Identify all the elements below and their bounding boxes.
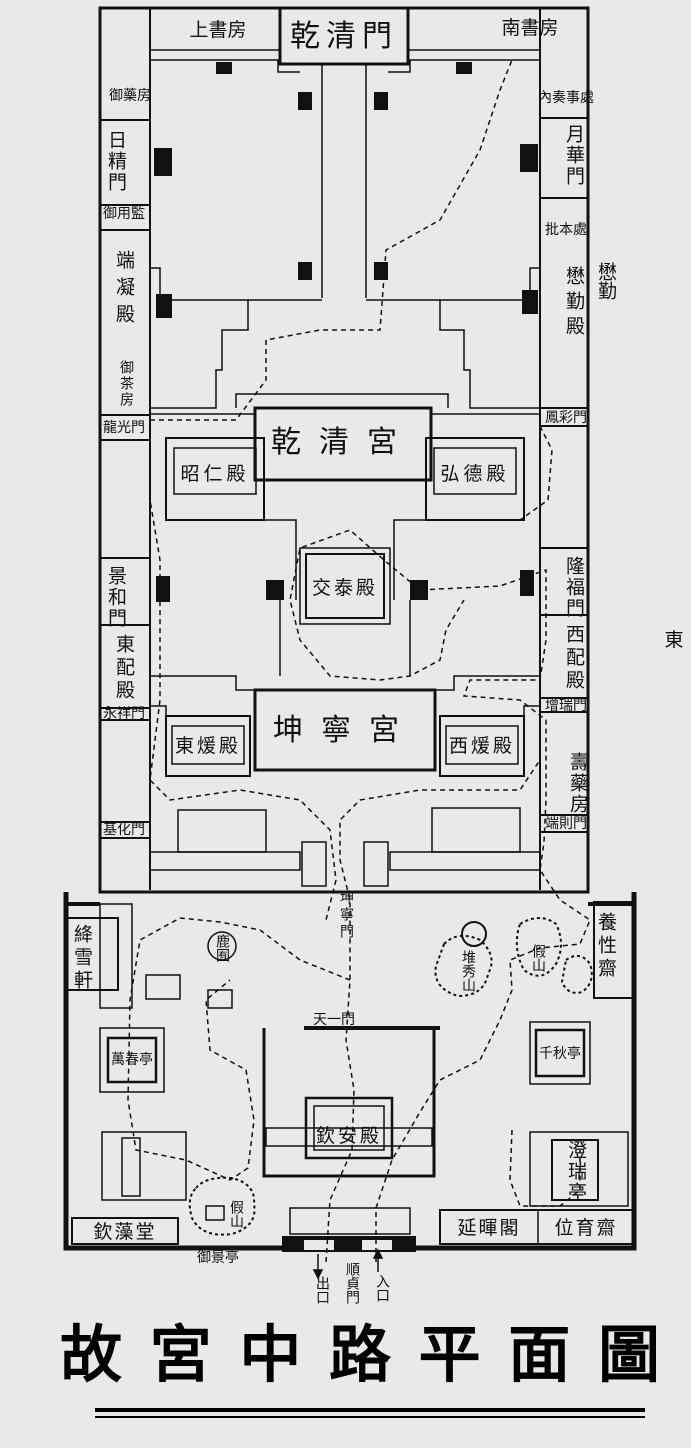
label-yangxing-zhai: 養性齋	[595, 912, 617, 981]
map-labels: 乾清門 上書房 南書房 御藥房 內奏事處 日精門 月華門 御用監 端凝殿 懋勤殿…	[71, 17, 684, 1305]
title-char: 故	[60, 1318, 123, 1391]
label-fengcai-gate: 鳳彩門	[545, 410, 587, 426]
title-char: 中	[239, 1318, 302, 1391]
label-jiangxue-xuan: 絳雪軒	[71, 924, 93, 993]
label-shangshu-fang: 上書房	[189, 19, 246, 41]
title-char: 面	[508, 1318, 571, 1391]
entry-exit-arrows	[312, 1248, 384, 1280]
label-kunning-palace: 坤寧宮	[273, 713, 417, 748]
label-weiyu-zhai: 位育齋	[554, 1217, 617, 1239]
label-yuyong-jiancang: 御用監	[103, 205, 145, 222]
label-qinan-hall: 欽安殿	[316, 1125, 382, 1147]
title-char: 宮	[149, 1318, 212, 1391]
label-exit: 出口	[314, 1276, 330, 1304]
label-east-pei-hall: 東配殿	[113, 634, 135, 703]
label-nanshu-fang: 南書房	[501, 17, 558, 39]
label-jinghe-gate: 景和門	[105, 566, 127, 629]
label-margin-note: 懋勤	[595, 262, 617, 300]
title-underline-thick	[95, 1408, 645, 1412]
label-yucha-fang: 御茶房	[118, 360, 134, 408]
label-shoyao-fang: 壽藥房	[567, 752, 589, 815]
label-chengrui-ting: 澄瑞亭	[565, 1140, 587, 1203]
label-entrance: 入口	[374, 1274, 390, 1302]
label-yuyao-fang: 御藥房	[109, 88, 151, 104]
label-tianyi-gate: 天一門	[313, 1012, 355, 1028]
label-jiashan: 假山	[530, 944, 546, 972]
label-longfu-gate: 隆福門	[563, 556, 585, 619]
label-qianqing-gate: 乾清門	[290, 19, 398, 54]
label-zengrui-gate: 增瑞門	[545, 698, 587, 714]
label-yanhui-ge: 延暉閣	[457, 1217, 520, 1239]
label-duanning-hall: 端凝殿	[113, 250, 135, 331]
map-title: 故 宮 中 路 平 面 圖	[60, 1312, 660, 1398]
label-qianqing-palace: 乾清宮	[271, 425, 415, 460]
title-char: 路	[328, 1318, 391, 1391]
label-maoqin-hall: 懋勤殿	[563, 266, 585, 341]
tour-route	[127, 59, 591, 1263]
label-yuehua-gate: 月華門	[563, 124, 585, 187]
label-rijing-gate: 日精門	[105, 130, 127, 193]
label-neizou-shichu: 內奏事處	[538, 90, 594, 106]
label-longguang-gate: 龍光門	[103, 419, 145, 436]
label-kunning-gate: 坤寧門	[338, 890, 354, 941]
label-zhaoren-hall: 昭仁殿	[180, 463, 249, 485]
title-char: 平	[418, 1318, 481, 1391]
label-qinzao-tang: 欽藻堂	[93, 1221, 156, 1243]
map-walls	[63, 6, 637, 1252]
label-yujing-ting: 御景亭	[197, 1249, 239, 1266]
label-west-pei-hall: 西配殿	[563, 624, 585, 693]
title-underline-thin	[95, 1416, 645, 1418]
label-wanchun-ting: 萬春亭	[111, 1051, 153, 1068]
label-jiaotai-hall: 交泰殿	[312, 577, 378, 599]
label-luyuan: 鹿囿	[214, 933, 230, 962]
label-hongde-hall: 弘德殿	[440, 463, 509, 485]
label-jihua-gate: 基化門	[103, 821, 145, 838]
label-jiashan-west: 假山	[228, 1200, 244, 1228]
label-qianqiu-ting: 千秋亭	[539, 1045, 581, 1062]
label-shunzhen-gate: 順貞門	[344, 1262, 360, 1305]
label-west-nuan-hall: 西煖殿	[449, 735, 515, 757]
label-east-marker: 東	[664, 629, 683, 651]
label-east-nuan-hall: 東煖殿	[175, 735, 241, 757]
label-duixiu-shan: 堆秀山	[460, 950, 476, 992]
label-picheng-chu: 批本處	[545, 222, 587, 238]
label-yongxiang-gate: 永祥門	[103, 706, 145, 722]
title-char: 圖	[597, 1318, 660, 1391]
label-duanze-gate: 端則門	[545, 816, 587, 832]
